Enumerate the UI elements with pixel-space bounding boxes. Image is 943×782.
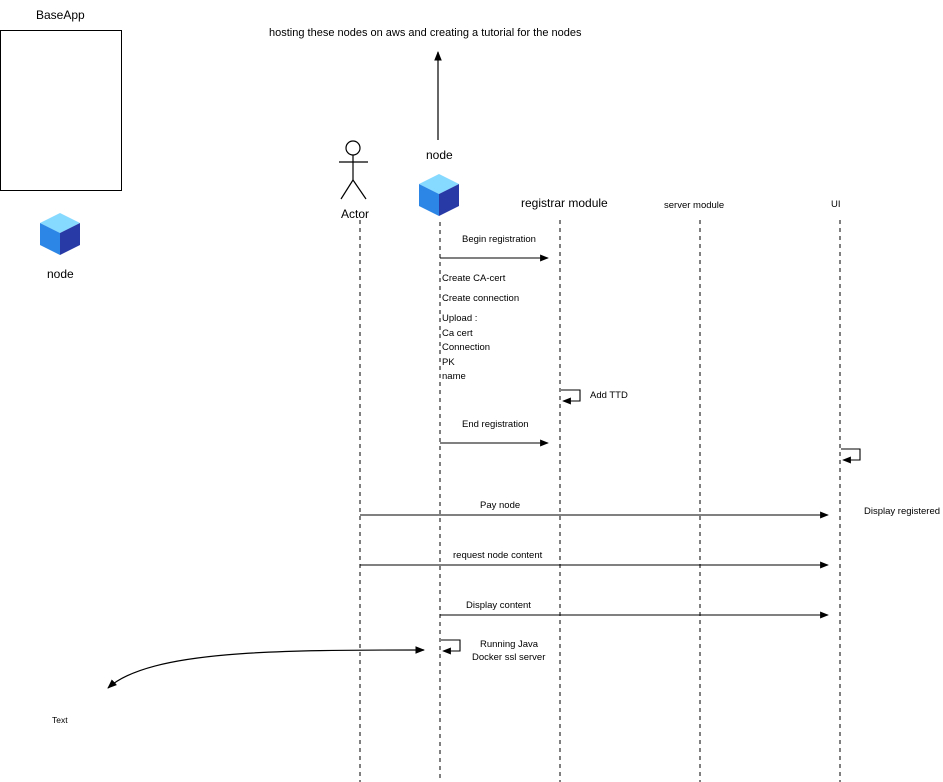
upload-line: Ca cert — [442, 327, 473, 339]
pay-node-label: Pay node — [480, 500, 521, 511]
server-participant-label: server module — [664, 200, 725, 211]
begin-registration-label: Begin registration — [462, 234, 536, 245]
ui-self-arrow[interactable] — [841, 448, 861, 464]
display-content-label: Display content — [466, 600, 531, 611]
running-java-self-arrow[interactable] — [441, 639, 461, 655]
request-node-content-label: request node content — [453, 550, 543, 561]
upload-list: Upload : Ca cert Connection PK name — [442, 312, 490, 385]
actor-participant-label: Actor — [341, 207, 370, 221]
end-registration-label: End registration — [462, 419, 529, 430]
upload-line: PK — [442, 356, 455, 368]
running-java-line: Running Java — [480, 639, 539, 650]
upload-line: name — [442, 371, 466, 382]
display-registered-label: Display registered — [864, 506, 941, 517]
running-java-line: Docker ssl server — [472, 652, 546, 663]
running-java-label: Running Java Docker ssl server — [472, 638, 545, 664]
actor-figure-icon[interactable] — [339, 140, 368, 200]
add-ttd-self-arrow[interactable] — [561, 389, 581, 405]
text-label: Text — [52, 715, 68, 725]
curved-arrow[interactable] — [107, 646, 425, 689]
left-node-label: node — [47, 267, 74, 281]
create-connection-label: Create connection — [442, 293, 520, 304]
ui-participant-label: UI — [831, 199, 841, 210]
top-annotation: hosting these nodes on aws and creating … — [269, 27, 582, 39]
add-ttd-label: Add TTD — [590, 390, 628, 401]
base-app-label: BaseApp — [36, 8, 85, 22]
registrar-participant-label: registrar module — [521, 196, 608, 210]
node-participant-label: node — [426, 148, 453, 162]
cube-icon[interactable] — [419, 174, 459, 216]
base-app-box[interactable] — [0, 30, 122, 191]
create-ca-cert-label: Create CA-cert — [442, 273, 506, 284]
upload-line: Connection — [442, 342, 491, 353]
cube-icon[interactable] — [40, 213, 80, 255]
lifelines — [359, 220, 841, 782]
upload-line: Upload : — [442, 313, 478, 324]
